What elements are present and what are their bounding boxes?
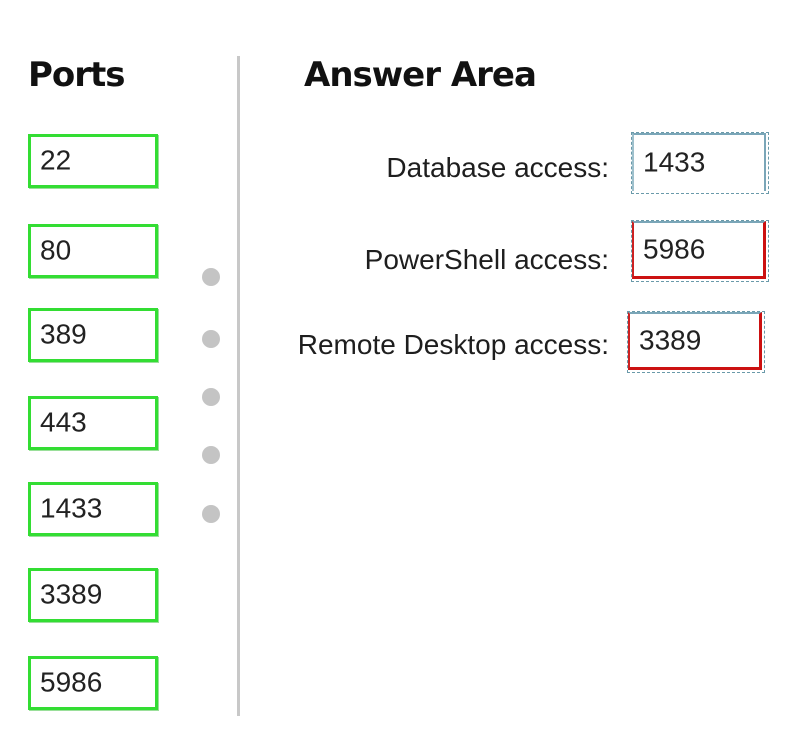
- powershell-access-label: PowerShell access:: [364, 244, 609, 275]
- answer-value: 1433: [643, 146, 706, 178]
- port-tile-80[interactable]: 80: [28, 224, 158, 278]
- ports-heading: Ports: [28, 55, 126, 95]
- answer-value: 3389: [639, 323, 702, 355]
- port-tile-389[interactable]: 389: [28, 308, 158, 362]
- port-tile-label: 389: [40, 318, 87, 350]
- port-tile-label: 22: [40, 144, 72, 176]
- port-tile-5986[interactable]: 5986: [28, 656, 158, 710]
- port-tile-3389[interactable]: 3389: [28, 568, 158, 622]
- port-tile-22[interactable]: 22: [28, 134, 158, 188]
- port-tile-443[interactable]: 443: [28, 396, 158, 450]
- answer-value: 5986: [643, 232, 706, 264]
- port-tile-1433[interactable]: 1433: [28, 482, 158, 536]
- port-tile-label: 80: [40, 234, 72, 266]
- database-access-drop-zone[interactable]: 1433: [631, 132, 769, 194]
- powershell-access-drop-zone[interactable]: 5986: [631, 220, 769, 282]
- powershell-access-answer[interactable]: 5986: [632, 221, 766, 279]
- remote-desktop-access-answer[interactable]: 3389: [628, 312, 762, 370]
- port-tile-label: 5986: [40, 666, 103, 698]
- drag-handle-dot: [202, 268, 220, 286]
- drag-handle-dot: [202, 388, 220, 406]
- port-tile-label: 443: [40, 406, 87, 438]
- answer-area-heading: Answer Area: [304, 55, 537, 95]
- database-access-answer[interactable]: 1433: [632, 133, 766, 191]
- remote-desktop-access-drop-zone[interactable]: 3389: [627, 311, 765, 373]
- drag-handle-dot: [202, 505, 220, 523]
- remote-desktop-access-label: Remote Desktop access:: [297, 329, 609, 360]
- port-tile-label: 1433: [40, 492, 103, 524]
- drag-handle-dot: [202, 446, 220, 464]
- port-tile-label: 3389: [40, 578, 103, 610]
- panel-divider: [237, 56, 240, 716]
- database-access-label: Database access:: [386, 152, 609, 183]
- drag-handle-dot: [202, 330, 220, 348]
